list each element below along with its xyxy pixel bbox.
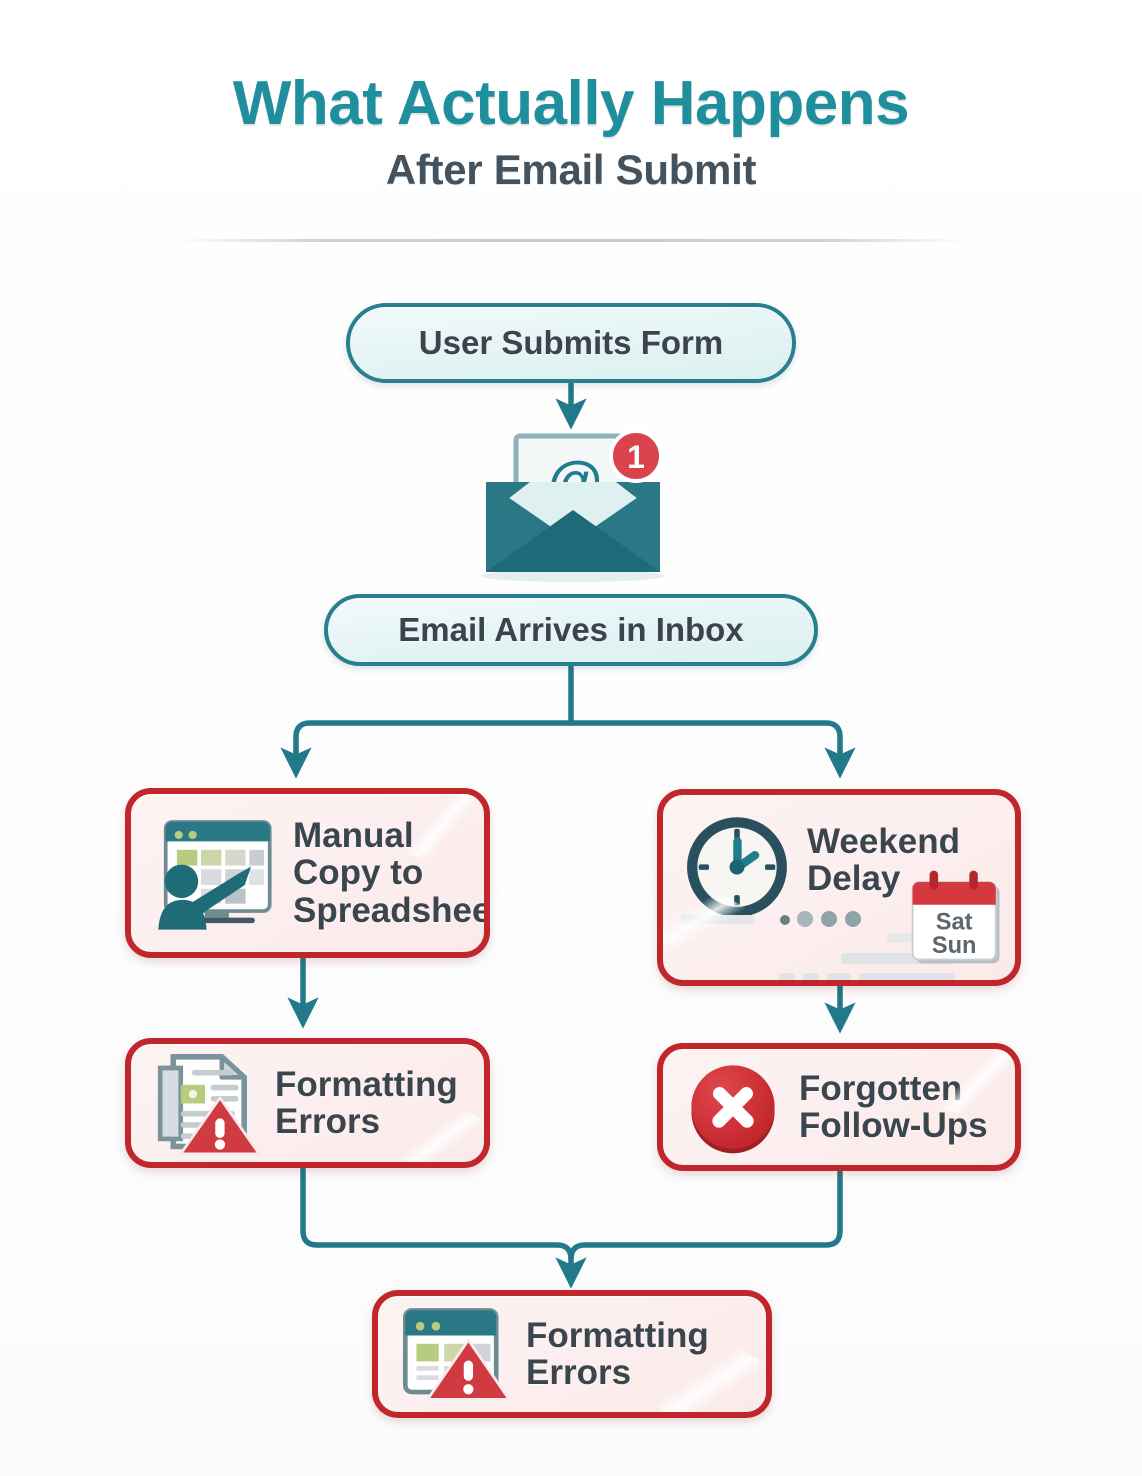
flow-node-label: Weekend Delay	[807, 823, 960, 898]
error-circle-x-icon	[681, 1055, 785, 1159]
flow-node-email-arrives-in-inbox[interactable]: Email Arrives in Inbox	[324, 594, 818, 666]
label-line-1: Forgotten	[799, 1068, 963, 1108]
flow-node-label: Forgotten Follow-Ups	[799, 1068, 988, 1145]
calendar-day-sat: Sat	[936, 909, 973, 935]
label-line-1: Manual	[293, 815, 414, 855]
label-line-3: Spreadsheet	[293, 890, 490, 930]
flow-node-label: Manual Copy to Spreadsheet	[293, 815, 490, 930]
label-line-2: Errors	[526, 1353, 632, 1392]
title-block: What Actually Happens After Email Submit	[0, 69, 1142, 194]
title-divider	[175, 239, 967, 242]
label-line-1: Formatting	[526, 1315, 709, 1355]
calendar-icon: Sat Sun	[905, 865, 1009, 974]
label-line-2: Delay	[807, 859, 901, 899]
flow-node-manual-copy-to-spreadsheet[interactable]: Manual Copy to Spreadsheet	[125, 788, 490, 958]
envelope-at-icon: @ 1	[468, 424, 678, 584]
label-line-2: Copy to	[293, 853, 424, 893]
flow-node-label: Formatting Errors	[275, 1064, 458, 1141]
flow-node-formatting-errors-final[interactable]: Formatting Errors	[372, 1290, 772, 1418]
page-title: What Actually Happens	[232, 69, 910, 138]
flow-node-label: Formatting Errors	[526, 1315, 709, 1392]
flow-node-weekend-delay[interactable]: Weekend Delay Sat	[657, 789, 1021, 986]
label-line-2: Follow-Ups	[799, 1106, 988, 1145]
label-line-1: Weekend	[807, 822, 961, 861]
flow-node-user-submits-form[interactable]: User Submits Form	[346, 303, 796, 383]
label-line-2: Errors	[275, 1102, 381, 1141]
spreadsheet-warning-icon	[396, 1303, 512, 1405]
flow-node-label: Email Arrives in Inbox	[398, 611, 744, 649]
spreadsheet-person-icon	[149, 812, 279, 934]
unread-badge-count: 1	[627, 439, 645, 475]
label-line-1: Formatting	[275, 1064, 458, 1104]
flow-node-forgotten-follow-ups[interactable]: Forgotten Follow-Ups	[657, 1043, 1021, 1171]
document-warning-icon	[149, 1049, 261, 1157]
flow-node-label: User Submits Form	[418, 324, 724, 362]
flow-node-formatting-errors-left[interactable]: Formatting Errors	[125, 1038, 490, 1168]
unread-badge-circle	[609, 429, 663, 483]
calendar-day-sun: Sun	[932, 933, 977, 959]
page-subtitle: After Email Submit	[385, 146, 757, 194]
